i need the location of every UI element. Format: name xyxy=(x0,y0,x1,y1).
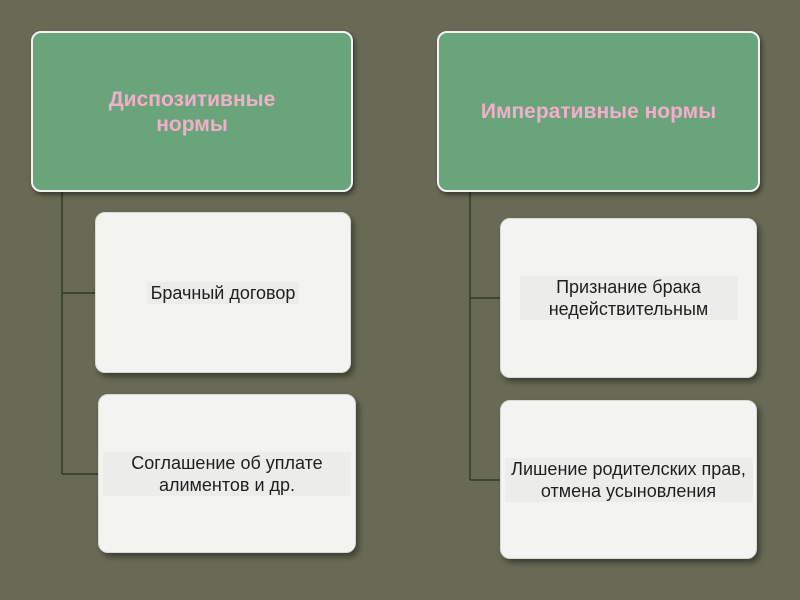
right-header-text: Императивные нормы xyxy=(480,100,717,123)
left-child-text-1: Брачный договор xyxy=(146,281,300,304)
right-header-box: Императивные нормы xyxy=(437,31,760,192)
left-child-text-2: Соглашение об уплате алиментов и др. xyxy=(103,451,351,496)
right-child-text-1: Признание брака недействительным xyxy=(519,276,738,320)
right-child-text-2: Лишение родителских прав, отмена усыновл… xyxy=(504,457,753,502)
left-child-box-1: Брачный договор xyxy=(95,212,351,373)
right-child-box-1: Признание брака недействительным xyxy=(500,218,757,378)
left-child-box-2: Соглашение об уплате алиментов и др. xyxy=(98,394,356,553)
left-header-text: Диспозитивные нормы xyxy=(108,87,276,136)
right-child-box-2: Лишение родителских прав, отмена усыновл… xyxy=(500,400,757,559)
left-header-box: Диспозитивные нормы xyxy=(31,31,353,192)
